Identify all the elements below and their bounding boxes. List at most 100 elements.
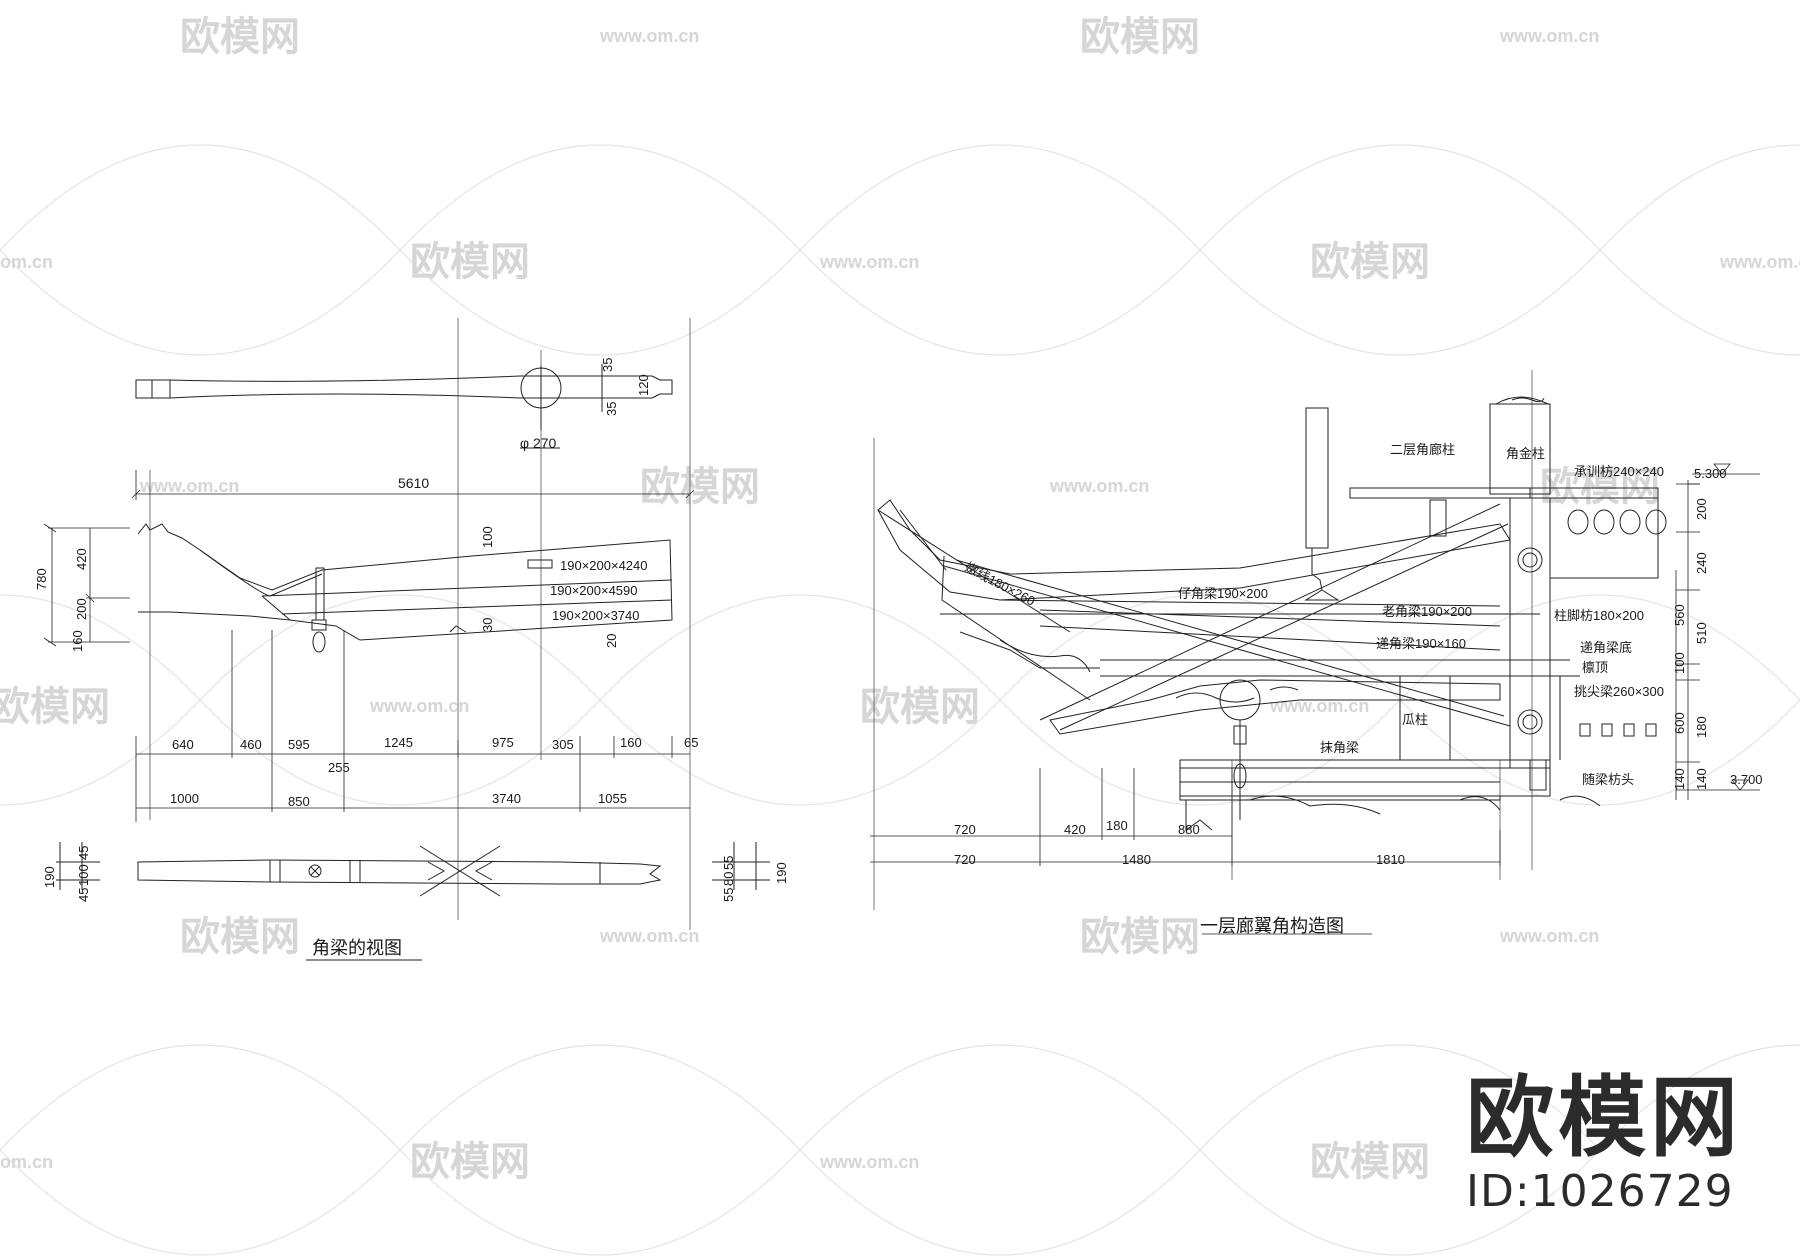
dim-30: 30 xyxy=(480,618,495,632)
top-plan-view xyxy=(135,364,673,449)
dim-35-top: 35 xyxy=(600,358,615,372)
label-level-top: 5.300 xyxy=(1694,466,1727,481)
dim-200: 200 xyxy=(74,598,89,620)
watermark-brand: 欧模网 xyxy=(410,1140,530,1184)
beam-label-3: 190×200×3740 xyxy=(552,608,639,623)
watermark-site: www.om.cn xyxy=(369,696,469,716)
watermark-brand: 欧模网 xyxy=(1080,15,1200,59)
section-view xyxy=(56,842,770,961)
watermark-brand: 欧模网 xyxy=(410,240,530,284)
label-mo-jiao: 抹角梁 xyxy=(1320,740,1359,755)
label-col2: 二层角廊柱 xyxy=(1390,442,1455,457)
watermark-brand: 欧模网 xyxy=(1310,240,1430,284)
dim-120: 120 xyxy=(636,374,651,396)
watermark-site: www.om.cn xyxy=(599,926,699,946)
label-sui-liang: 随梁枋头 xyxy=(1582,772,1634,787)
rdim2-1480: 1480 xyxy=(1122,852,1151,867)
rdim1-880: 880 xyxy=(1178,822,1200,837)
label-lao-jiao: 老角梁190×200 xyxy=(1382,604,1472,619)
brand-block: 欧模网 ID:1026729 xyxy=(1466,1070,1742,1218)
vdim-510: 510 xyxy=(1694,622,1709,644)
dim-100: 100 xyxy=(480,526,495,548)
row2-dim-1055: 1055 xyxy=(598,791,627,806)
watermark-site: www.om.cn xyxy=(819,1152,919,1172)
row1-dim-1245: 1245 xyxy=(384,735,413,750)
watermark-site: www.om.cn xyxy=(1719,252,1800,272)
section-dim-190-right: 190 xyxy=(774,862,789,884)
row1-dim-640: 640 xyxy=(172,737,194,752)
watermark-brand: 欧模网 xyxy=(1540,465,1660,509)
left-drawing-title: 角梁的视图 xyxy=(312,938,402,959)
dim-780: 780 xyxy=(34,568,49,590)
overall-dim-line xyxy=(131,470,695,500)
vdim-100: 100 xyxy=(1672,652,1687,674)
rdim1-420: 420 xyxy=(1064,822,1086,837)
right-vertical-dims xyxy=(1675,463,1760,800)
right-drawing-title: 一层廊翼角构造图 xyxy=(1200,916,1344,936)
label-di-jiao: 递角梁190×160 xyxy=(1376,636,1466,651)
watermark-site: www.om.cn xyxy=(599,26,699,46)
row1-dim-305: 305 xyxy=(552,737,574,752)
label-cheng-fang: 承训枋240×240 xyxy=(1574,464,1664,479)
watermark-brand: 欧模网 xyxy=(860,685,980,729)
vdim-600: 600 xyxy=(1672,712,1687,734)
vdim-560: 560 xyxy=(1672,604,1687,626)
row1-dim-160: 160 xyxy=(620,735,642,750)
watermark-brand: 欧模网 xyxy=(1310,1140,1430,1184)
beam-label-1: 190×200×4240 xyxy=(560,558,647,573)
watermark-site: www.om.cn xyxy=(1269,696,1369,716)
vdim-200: 200 xyxy=(1694,498,1709,520)
watermark-site: om.cn xyxy=(0,1152,53,1172)
right-bottom-dims xyxy=(870,768,1501,866)
watermark-brand: 欧模网 xyxy=(640,465,760,509)
watermark-brand: 欧模网 xyxy=(1080,915,1200,959)
dim-420: 420 xyxy=(74,548,89,570)
row2-dim-3740: 3740 xyxy=(492,791,521,806)
row1-dim-595: 595 xyxy=(288,737,310,752)
row1-dim-65: 65 xyxy=(684,735,698,750)
overall-dim: 5610 xyxy=(398,475,429,491)
diameter-label: φ 270 xyxy=(520,435,557,451)
bottom-dim-chains xyxy=(135,630,690,822)
section-dim-190: 190 xyxy=(42,866,57,888)
label-zi-jiao: 仔角梁190×200 xyxy=(1178,586,1268,601)
left-height-dims xyxy=(43,523,130,647)
watermark-site: www.om.cn xyxy=(139,476,239,496)
label-lian-xian: 嫩线180×260 xyxy=(963,559,1038,608)
row1-dim-975: 975 xyxy=(492,735,514,750)
watermark-brand: 欧模网 xyxy=(0,685,110,729)
dim-20: 20 xyxy=(604,634,619,648)
label-gua-zhu: 瓜柱 xyxy=(1402,712,1428,727)
section-dim-55b: 55 xyxy=(721,888,736,902)
row1-dim-460: 460 xyxy=(240,737,262,752)
beam-label-2: 190×200×4590 xyxy=(550,583,637,598)
dim-35-bottom: 35 xyxy=(604,402,619,416)
label-corner-col: 角金柱 xyxy=(1506,446,1545,461)
vdim-180: 180 xyxy=(1694,716,1709,738)
label-level-bottom: 3.700 xyxy=(1730,772,1763,787)
rdim2-1810: 1810 xyxy=(1376,852,1405,867)
watermark-site: www.om.cn xyxy=(819,252,919,272)
rdim1-180: 180 xyxy=(1106,818,1128,833)
rdim1-720: 720 xyxy=(954,822,976,837)
watermark-layer: 欧模网 欧模网 欧模网 欧模网 欧模网 欧模网 欧模网 欧模网 欧模网 欧模网 … xyxy=(0,15,1800,1256)
label-di-jiao-bottom: 递角梁底 xyxy=(1580,640,1632,655)
watermark-brand: 欧模网 xyxy=(180,915,300,959)
beam-elevation xyxy=(137,523,673,653)
section-dim-45b: 45 xyxy=(76,888,91,902)
label-tiao-jian: 挑尖梁260×300 xyxy=(1574,684,1664,699)
section-dim-100: 100 xyxy=(76,864,91,886)
section-dim-45a: 45 xyxy=(76,846,91,860)
right-drawing xyxy=(870,370,1760,935)
watermark-site: www.om.cn xyxy=(1499,26,1599,46)
brand-id: ID:1026729 xyxy=(1465,1166,1734,1217)
under-dim-255: 255 xyxy=(328,760,350,775)
watermark-brand: 欧模网 xyxy=(180,15,300,59)
columns xyxy=(1304,396,1551,601)
left-drawing-text: φ 270 5610 35 120 35 780 420 200 160 190… xyxy=(34,358,789,959)
vdim-240: 240 xyxy=(1694,552,1709,574)
watermark-site: www.om.cn xyxy=(1499,926,1599,946)
rdim2-720: 720 xyxy=(954,852,976,867)
dim-160: 160 xyxy=(70,630,85,652)
